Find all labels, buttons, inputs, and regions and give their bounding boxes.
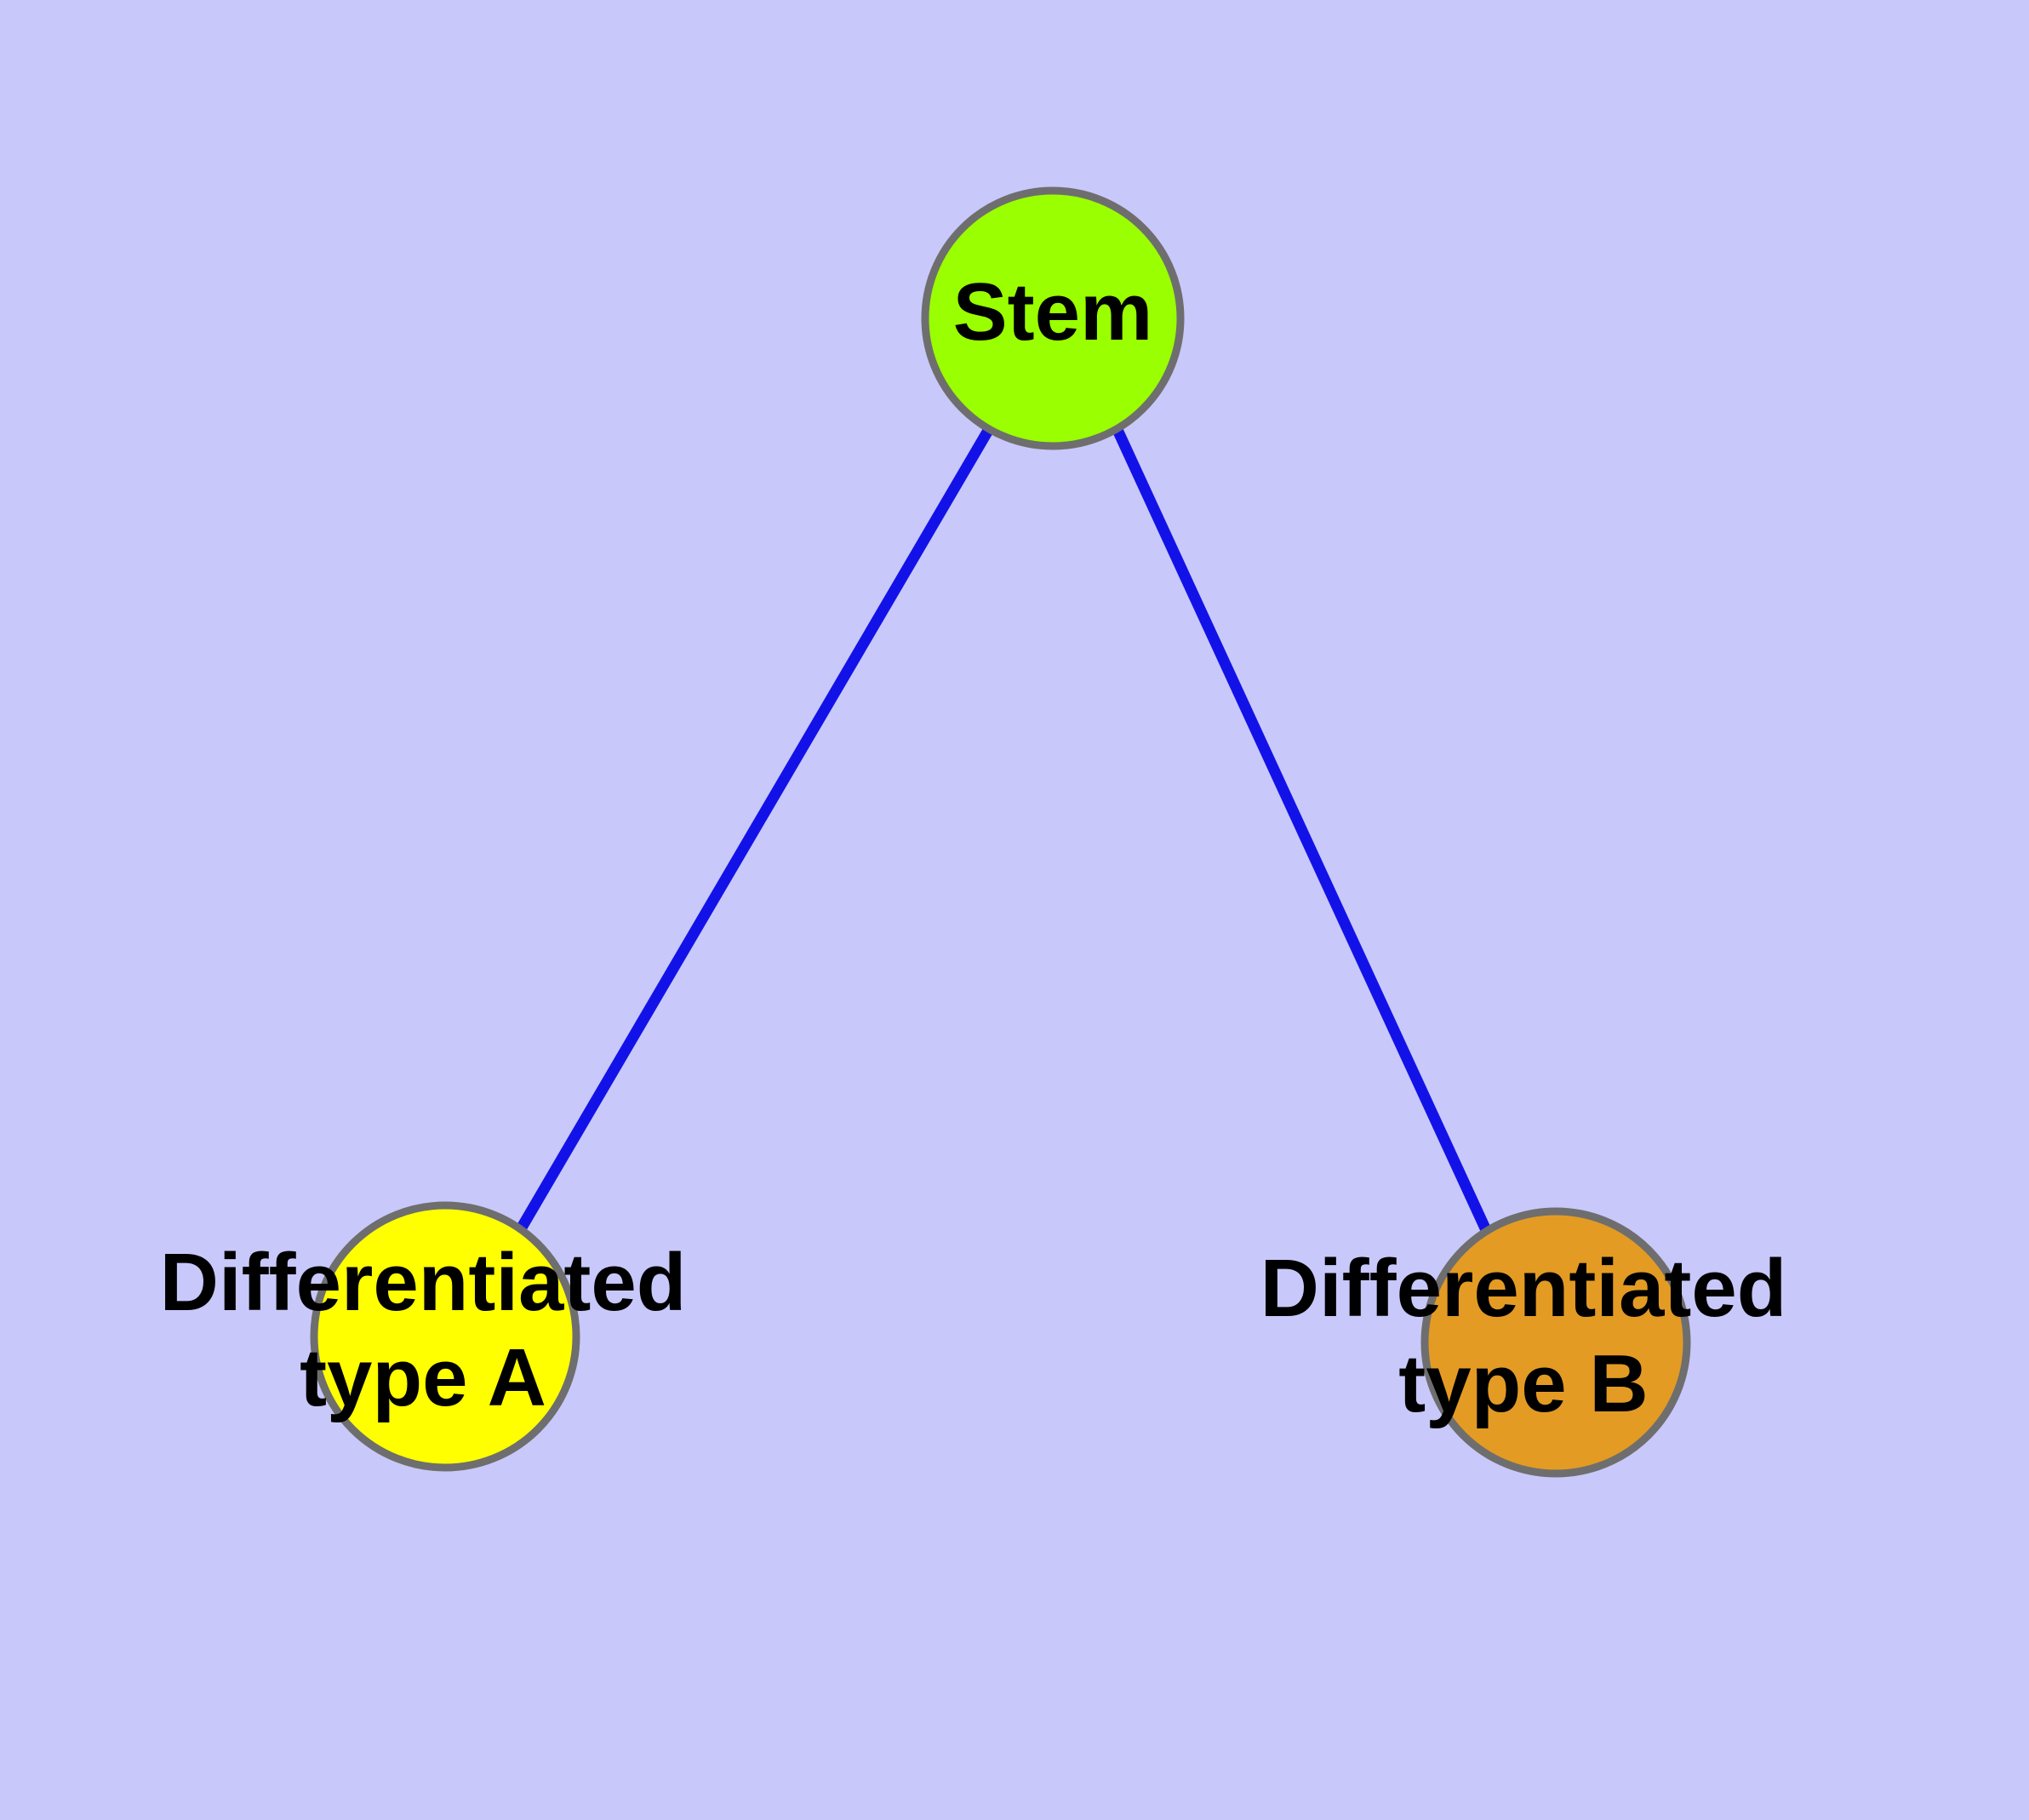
node-label-line: type A (300, 1333, 546, 1424)
node-differentiated-type-a[interactable] (310, 1201, 580, 1472)
nodes-layer (310, 186, 1691, 1478)
node-label-line: Differentiated (1260, 1243, 1787, 1334)
node-label-line: Differentiated (160, 1237, 687, 1328)
node-label-line: type B (1398, 1339, 1648, 1430)
node-differentiated-type-b[interactable] (1420, 1207, 1691, 1478)
node-label-line: Stem (953, 266, 1153, 358)
edge-stem-to-differentiated-type-b[interactable] (1112, 427, 1491, 1233)
edges-layer (514, 426, 1491, 1235)
node-stem[interactable] (921, 186, 1185, 450)
edge-stem-to-differentiated-type-a[interactable] (514, 426, 994, 1235)
node-label-stem: Stem (953, 266, 1153, 358)
